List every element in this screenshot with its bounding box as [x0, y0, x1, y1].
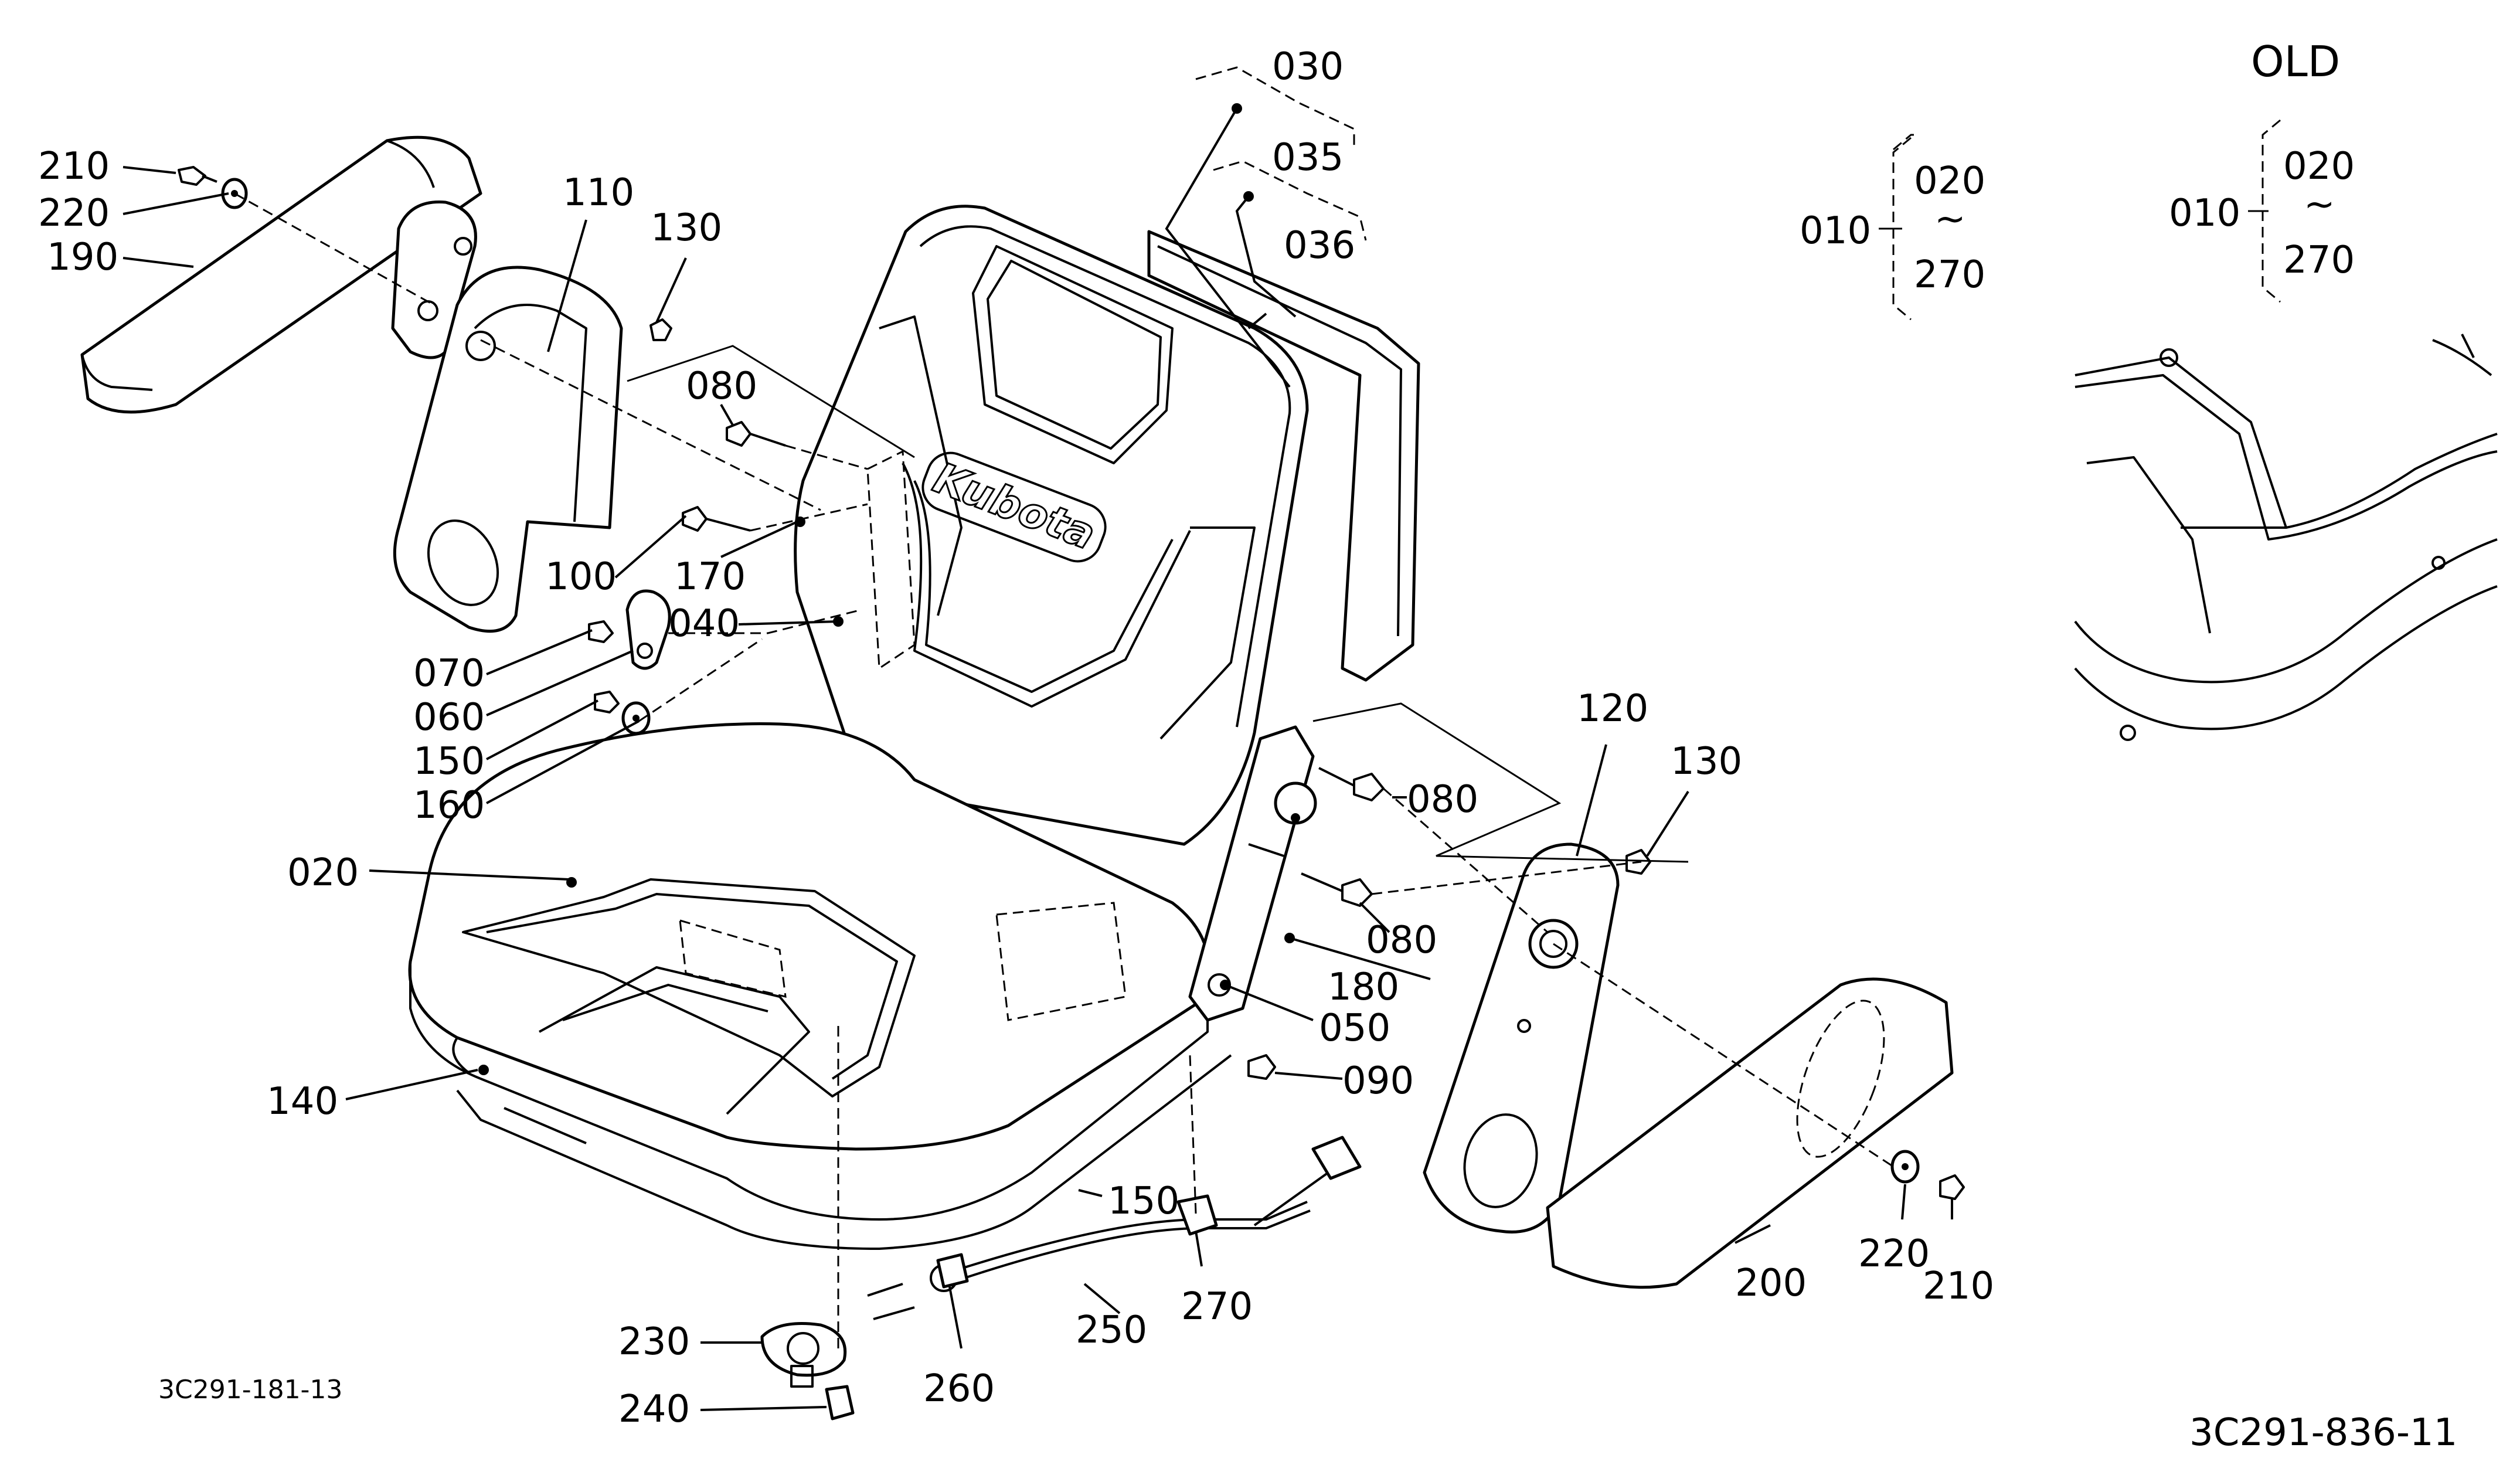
drawing-number-main: 3C291-181-13: [158, 1375, 342, 1405]
callout-220-right: 220: [1858, 1232, 1930, 1276]
callout-170: 170: [674, 555, 746, 599]
callout-100: 100: [545, 555, 617, 599]
assembly-main-code: 010: [1800, 209, 1871, 253]
callout-210-left: 210: [38, 145, 110, 188]
seat-switch-230: [760, 1322, 847, 1388]
seat-cushion: [408, 722, 1232, 1250]
assembly-range-old: OLD 010 020 ~ 270: [2169, 37, 2355, 282]
callout-260: 260: [923, 1367, 995, 1411]
right-hardware: [1247, 767, 1965, 1200]
callout-040: 040: [668, 602, 740, 645]
clip-270: [1176, 1194, 1218, 1236]
callout-070: 070: [413, 652, 485, 695]
recliner-link-180: [1188, 725, 1317, 1022]
callout-150-bottom: 150: [1108, 1180, 1179, 1223]
assembly-old-to: 270: [2283, 239, 2355, 282]
wire-harness-250: [867, 1136, 1362, 1320]
callout-240: 240: [618, 1388, 690, 1431]
callout-020: 020: [287, 851, 359, 895]
callout-036: 036: [1284, 224, 1355, 267]
leader-lines: [123, 66, 2281, 1411]
seat-backrest: Kubota: [794, 205, 1420, 846]
callout-110: 110: [563, 171, 634, 215]
callout-080-right-2: 080: [1366, 919, 1437, 962]
right-side-bracket-120: [1423, 842, 1620, 1233]
left-armrest-plate: [391, 201, 477, 359]
left-armrest-190: [80, 135, 482, 414]
switch-nut-240: [825, 1385, 855, 1421]
right-armrest-200: [1546, 977, 1954, 1289]
knob-060: [625, 589, 671, 670]
assembly-old-code: 010: [2169, 192, 2240, 235]
clip-260: [936, 1253, 969, 1289]
assembly-main-from: 020: [1914, 159, 1985, 203]
callout-090: 090: [1342, 1059, 1414, 1103]
callout-130-left: 130: [651, 206, 722, 250]
callout-130-right: 130: [1671, 740, 1742, 783]
callout-180: 180: [1328, 966, 1399, 1009]
callout-labels: 030 035 036 210 220 190 110 130 080 100 …: [38, 45, 1994, 1431]
assembly-old-from: 020: [2283, 145, 2355, 188]
callout-150-left: 150: [413, 740, 485, 783]
callout-060: 060: [413, 696, 485, 739]
callout-050: 050: [1319, 1007, 1390, 1050]
callout-140: 140: [267, 1080, 338, 1123]
assembly-range-main: 010 020 ~ 270: [1800, 159, 1985, 297]
drawing-number-inset: 3C291-836-11: [2189, 1411, 2457, 1455]
callout-035: 035: [1272, 136, 1344, 179]
callout-220-left: 220: [38, 192, 110, 235]
callout-080-right-1: 080: [1407, 778, 1478, 821]
assembly-old-tilde: ~: [2304, 183, 2335, 226]
callout-190: 190: [47, 236, 118, 279]
callout-210-right: 210: [1923, 1265, 1994, 1308]
left-side-bracket-110: [393, 266, 623, 633]
callout-270: 270: [1181, 1285, 1253, 1328]
old-label: OLD: [2251, 37, 2340, 86]
callout-230: 230: [618, 1320, 690, 1364]
callout-250: 250: [1076, 1309, 1147, 1352]
callout-160: 160: [413, 784, 485, 827]
callout-030: 030: [1272, 45, 1344, 89]
callout-080-top: 080: [686, 365, 757, 408]
callout-120: 120: [1577, 687, 1648, 730]
assembly-main-tilde: ~: [1934, 198, 1966, 241]
callout-200: 200: [1735, 1262, 1807, 1305]
assembly-main-to: 270: [1914, 253, 1985, 297]
old-version-inset: [2074, 334, 2498, 741]
